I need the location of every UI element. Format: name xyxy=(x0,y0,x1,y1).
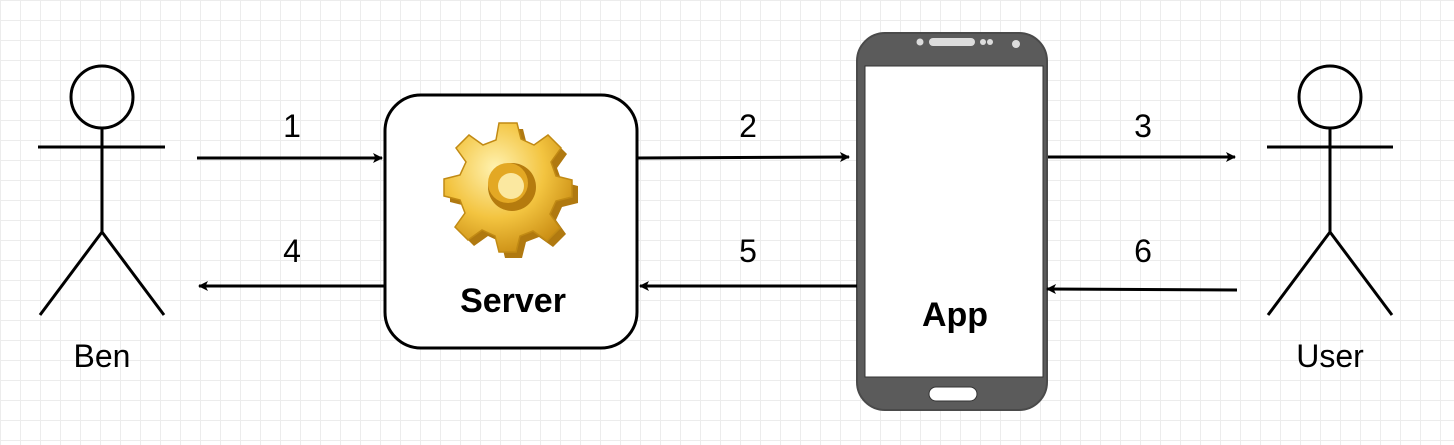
arrow-2 xyxy=(637,152,850,163)
arrow-2-label: 2 xyxy=(739,108,757,144)
arrow-1-label: 1 xyxy=(283,108,301,144)
server-node: Server xyxy=(383,93,639,350)
actor-ben-right-leg xyxy=(100,231,166,316)
actor-user xyxy=(1266,64,1394,316)
phone-screen xyxy=(864,65,1044,378)
actor-user-right-leg xyxy=(1328,231,1394,316)
actor-user-head xyxy=(1297,64,1363,130)
arrow-3-label: 3 xyxy=(1134,108,1152,144)
server-label: Server xyxy=(460,282,566,320)
actor-user-label: User xyxy=(1296,338,1364,374)
arrow-6 xyxy=(1046,284,1238,295)
actor-ben-left-leg xyxy=(38,231,104,316)
app-node: App xyxy=(856,32,1048,411)
smartphone-icon xyxy=(856,32,1048,411)
actor-ben xyxy=(38,64,166,316)
app-label: App xyxy=(922,296,988,334)
arrow-5-label: 5 xyxy=(739,233,757,269)
phone-home-button xyxy=(928,386,978,402)
arrow-4-label: 4 xyxy=(283,233,301,269)
actor-ben-label: Ben xyxy=(74,338,131,374)
gear-icon xyxy=(443,122,578,258)
actor-ben-head xyxy=(69,64,135,130)
arrow-6-label: 6 xyxy=(1134,233,1152,269)
actor-user-left-leg xyxy=(1266,231,1332,316)
